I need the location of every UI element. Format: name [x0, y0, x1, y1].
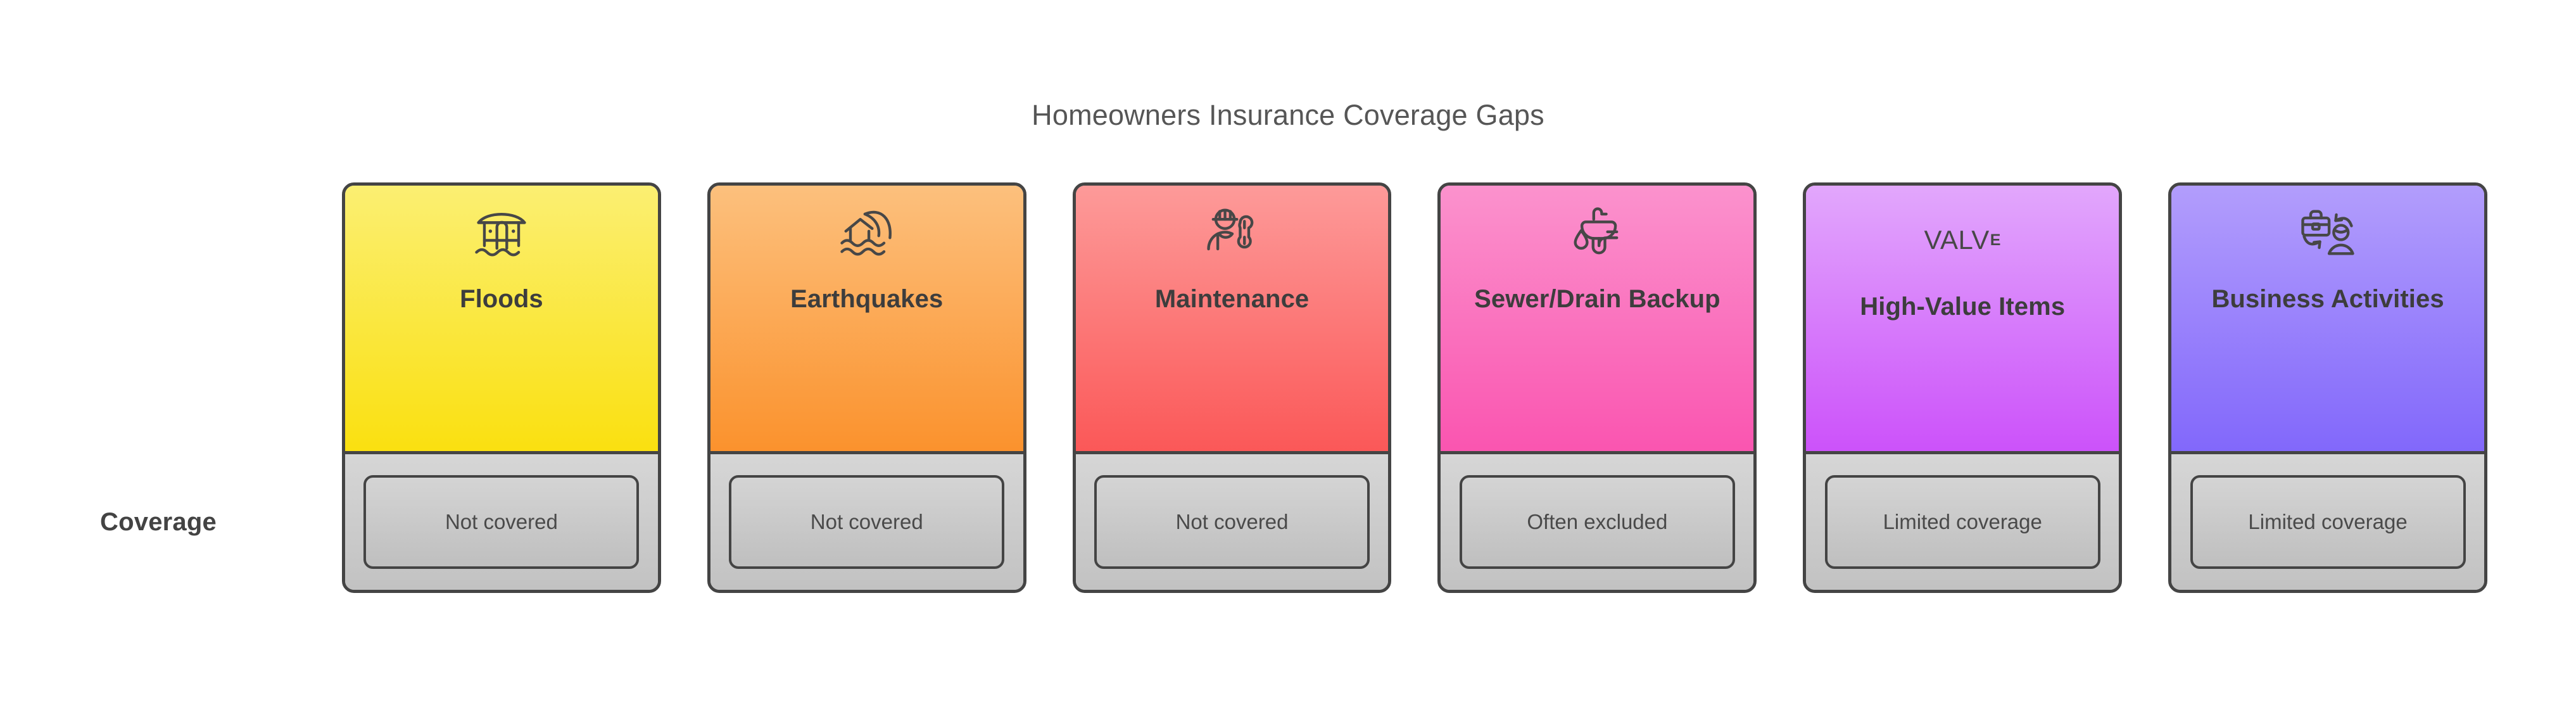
card-footer: Not covered	[710, 454, 1023, 590]
coverage-card-business-activities[interactable]: Business Activities Limited coverage	[2168, 182, 2487, 593]
coverage-card-row: Floods Not covered Earthquakes No	[342, 182, 2487, 593]
briefcase-person-exchange-icon	[2295, 200, 2361, 265]
card-title: Maintenance	[1154, 285, 1310, 313]
card-title: Business Activities	[2211, 285, 2444, 313]
card-footer: Often excluded	[1441, 454, 1754, 590]
coverage-card-maintenance[interactable]: Maintenance Not covered	[1072, 182, 1392, 593]
card-top-floods: Floods	[345, 186, 658, 454]
page-title: Homeowners Insurance Coverage Gaps	[1032, 99, 1544, 131]
card-title: Earthquakes	[790, 285, 944, 313]
card-top-earthquakes: Earthquakes	[710, 186, 1023, 454]
card-top-business-activities: Business Activities	[2171, 186, 2484, 454]
status-badge[interactable]: Not covered	[729, 475, 1005, 569]
status-badge[interactable]: Not covered	[1094, 475, 1370, 569]
card-footer: Limited coverage	[1806, 454, 2119, 590]
card-footer: Limited coverage	[2171, 454, 2484, 590]
card-title: High-Value Items	[1860, 293, 2066, 321]
worker-hardhat-wrench-icon	[1199, 200, 1265, 265]
card-top-sewer-drain-backup: Sewer/Drain Backup	[1441, 186, 1754, 454]
status-badge[interactable]: Often excluded	[1459, 475, 1735, 569]
coverage-card-earthquakes[interactable]: Earthquakes Not covered	[707, 182, 1026, 593]
coverage-card-floods[interactable]: Floods Not covered	[342, 182, 661, 593]
card-title: Sewer/Drain Backup	[1474, 285, 1720, 313]
card-title: Floods	[460, 285, 543, 313]
row-label-coverage: Coverage	[100, 508, 217, 536]
valve-wordmark-text: VALV	[1924, 225, 1990, 255]
sink-drain-water-icon	[1564, 200, 1630, 265]
status-badge[interactable]: Limited coverage	[2190, 475, 2466, 569]
status-badge[interactable]: Not covered	[363, 475, 640, 569]
status-badge[interactable]: Limited coverage	[1824, 475, 2100, 569]
stilt-house-flood-icon	[469, 200, 534, 265]
card-footer: Not covered	[345, 454, 658, 590]
card-top-maintenance: Maintenance	[1075, 186, 1389, 454]
card-footer: Not covered	[1075, 454, 1389, 590]
tsunami-wave-house-icon	[834, 200, 900, 265]
coverage-card-sewer-drain-backup[interactable]: Sewer/Drain Backup Often excluded	[1437, 182, 1757, 593]
